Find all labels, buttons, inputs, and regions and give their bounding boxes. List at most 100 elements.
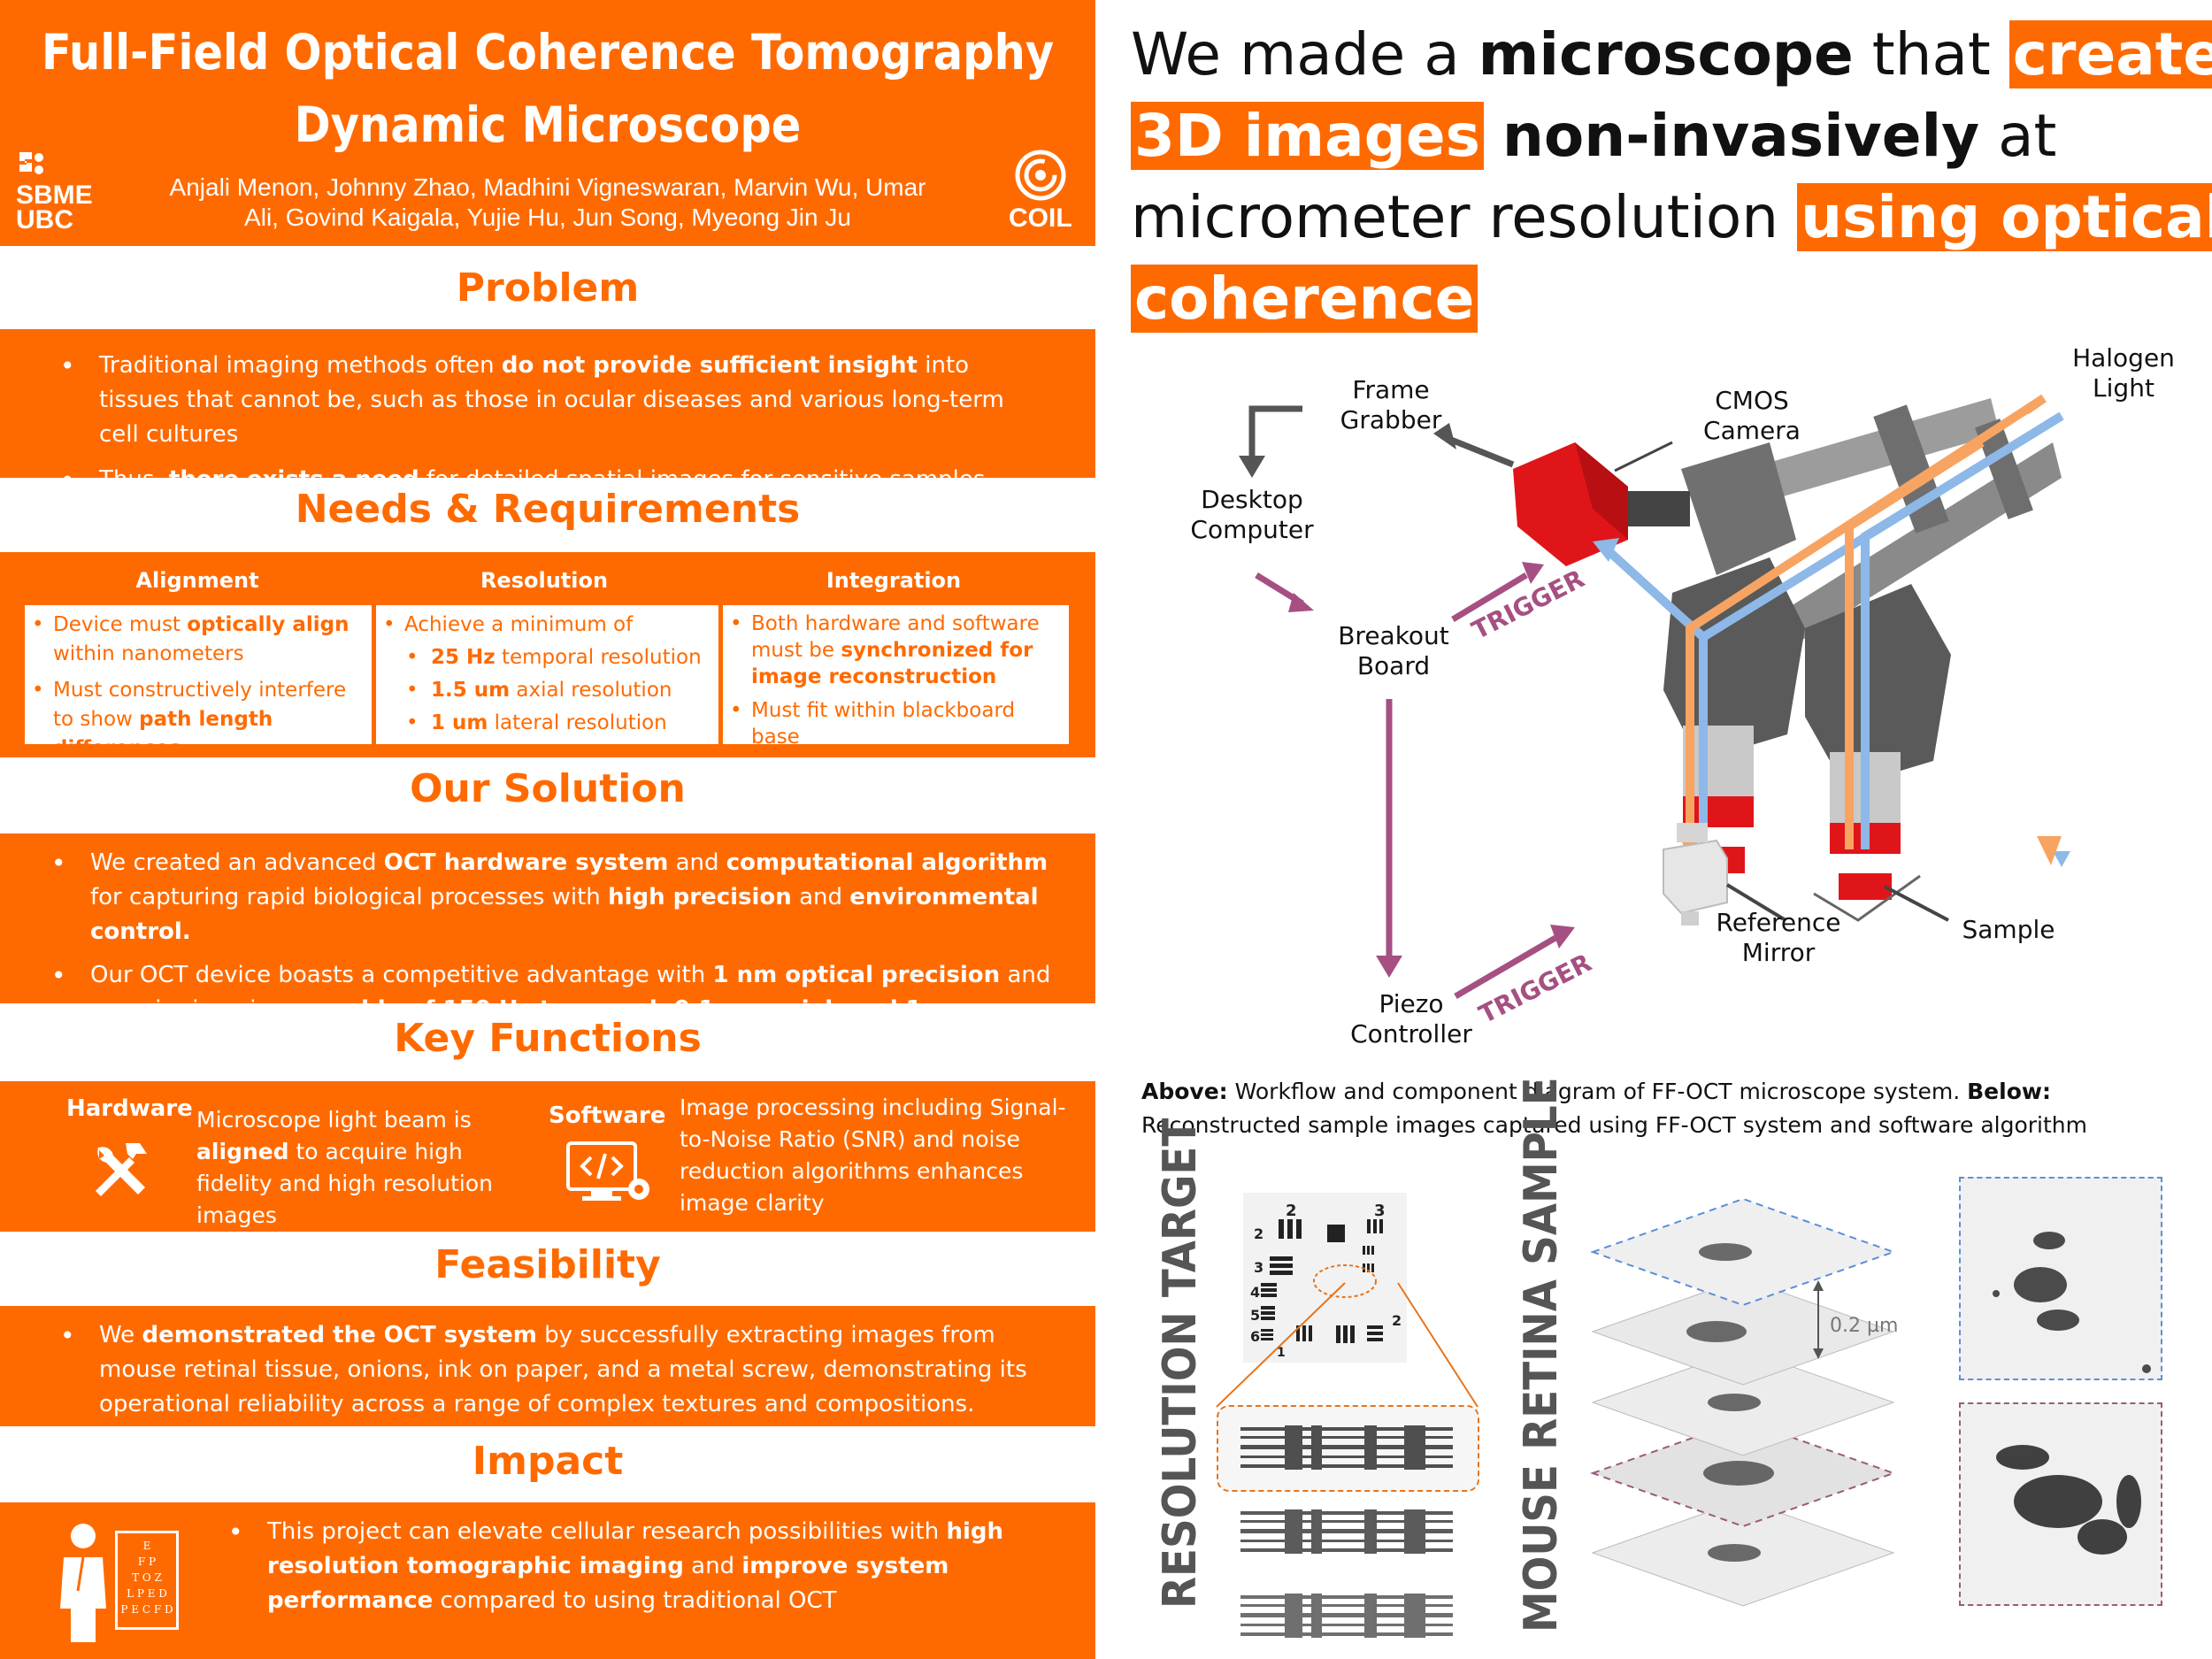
needs-heading: Needs & Requirements — [295, 487, 801, 532]
retina-texture-purple — [1996, 1445, 2141, 1555]
sample-arm — [1805, 584, 1951, 900]
eye-chart — [115, 1531, 179, 1630]
cmos-camera — [1513, 442, 1690, 566]
depth-label: 0.2 µm — [1830, 1315, 1898, 1337]
rt-label-2: 2 — [1254, 1225, 1263, 1242]
coil-spiral-icon — [1015, 150, 1066, 201]
retina-texture-blue — [1993, 1232, 2151, 1373]
camera-to-grabber-arrow — [1445, 434, 1515, 468]
sbme-logo-icon — [19, 152, 43, 174]
key-functions-band: Hardware Microscope light beam is aligne… — [0, 1081, 1095, 1232]
needs-col-resolution: Achieve a minimum of 25 Hz temporal reso… — [372, 605, 718, 744]
rt-label-5: 5 — [1250, 1307, 1260, 1324]
key-functions-heading: Key Functions — [394, 1016, 702, 1061]
retina-zoom-blue — [1959, 1177, 2162, 1380]
rt-label-0: 2 — [1286, 1202, 1297, 1220]
headline-line-2: 3D images non-invasively at — [1131, 101, 2056, 172]
resolution-zoom-bars-1 — [1240, 1425, 1453, 1470]
resolution-sub-1: 25 Hz temporal resolution — [381, 643, 713, 672]
rt-label-6: 6 — [1250, 1328, 1260, 1345]
ubc-logo-text: UBC — [16, 205, 73, 234]
feasibility-bullet-1: We demonstrated the OCT system by succes… — [53, 1318, 1060, 1422]
rt-label-3: 3 — [1254, 1259, 1263, 1276]
impact-bullet-1: This project can elevate cellular resear… — [221, 1515, 1044, 1618]
feasibility-heading: Feasibility — [434, 1242, 661, 1287]
impact-heading: Impact — [472, 1439, 624, 1484]
alignment-item-2: Must constructively interfere to show pa… — [30, 676, 366, 764]
poster-title-line1: Full-Field Optical Coherence Tomography — [41, 24, 1055, 81]
resolution-sub-2: 1.5 um axial resolution — [381, 676, 713, 705]
doctor-icon — [60, 1524, 106, 1642]
integration-item-1: Both hardware and software must be synch… — [728, 611, 1064, 690]
hardware-description: Microscope light beam is aligned to acqu… — [196, 1107, 493, 1228]
trigger-to-camera-arrow — [1451, 572, 1528, 622]
resolution-target-image: 2 3 2 3 4 5 6 1 2 — [1243, 1193, 1407, 1363]
breakout-board-label: Breakout Board — [1338, 621, 1449, 680]
headline-line-1: We made a microscope that creates — [1131, 19, 2212, 90]
resolution-zoom-bars-2 — [1240, 1509, 1453, 1554]
system-diagram: TRIGGER TRIGGER — [1239, 394, 2070, 1029]
figure-caption: Above: Workflow and component diagram of… — [1141, 1079, 2087, 1138]
rt-label-8: 2 — [1392, 1312, 1402, 1329]
rt-label-4: 4 — [1250, 1284, 1260, 1301]
hardware-tools-icon — [96, 1143, 147, 1196]
solution-heading: Our Solution — [410, 766, 686, 811]
retina-stack: 0.2 µm — [1589, 1197, 1898, 1607]
needs-table: Device must optically align within nanom… — [25, 605, 1069, 760]
frame-grabber-label: Frame Grabber — [1340, 375, 1442, 434]
authors-line2: Ali, Govind Kaigala, Yujie Hu, Jun Song,… — [244, 204, 851, 231]
left-column: Full-Field Optical Coherence Tomography … — [0, 0, 1095, 1659]
hardware-label: Hardware — [66, 1095, 193, 1122]
needs-col-alignment: Device must optically align within nanom… — [25, 605, 372, 760]
needs-col-integration: Both hardware and software must be synch… — [718, 605, 1069, 749]
resolution-item-1: Achieve a minimum of — [381, 611, 713, 640]
software-description: Image processing including Signal-to-Noi… — [680, 1094, 1066, 1216]
poster-title-line2: Dynamic Microscope — [294, 96, 802, 153]
alignment-item-1: Device must optically align within nanom… — [30, 611, 366, 669]
usaf-target-drawing: 2 3 2 3 4 5 6 1 2 — [1250, 1202, 1402, 1360]
software-code-icon — [566, 1141, 649, 1201]
problem-bullet-1: Traditional imaging methods often do not… — [53, 349, 1042, 452]
zoom-lines — [1216, 1282, 1479, 1408]
eye-chart-letters: E F P T O Z L P E D P E C F D — [120, 1540, 173, 1616]
problem-bullet-2: Thus, there exists a need for detailed s… — [53, 463, 1042, 532]
reference-mirror — [1663, 823, 1728, 926]
beamsplitter-housing — [1681, 442, 1796, 575]
impact-band: E F P T O Z L P E D P E C F D This proje… — [0, 1502, 1095, 1659]
resolution-zoom-bars-3 — [1240, 1594, 1453, 1638]
sbme-logo: SBME UBC — [16, 149, 104, 237]
needs-col-alignment-header: Alignment — [135, 568, 259, 593]
grabber-to-desktop-arrow — [1248, 405, 1302, 460]
rt-label-1: 3 — [1374, 1202, 1386, 1220]
authors-line1: Anjali Menon, Johnny Zhao, Madhini Vigne… — [169, 173, 926, 201]
piezo-controller-label: Piezo Controller — [1350, 989, 1472, 1048]
needs-col-resolution-header: Resolution — [480, 568, 609, 593]
rt-label-7: 1 — [1277, 1346, 1286, 1360]
headline-line-3: micrometer resolution using optical — [1131, 182, 2212, 253]
feasibility-band: We demonstrated the OCT system by succes… — [0, 1306, 1095, 1426]
sbme-logo-text: SBME — [16, 180, 93, 210]
resolution-sub-3: 1 um lateral resolution — [381, 709, 713, 738]
coil-logo: COIL — [1000, 149, 1088, 237]
headline-line-4: coherence — [1131, 264, 1479, 334]
needs-col-integration-header: Integration — [826, 568, 962, 593]
resolution-target-label: RESOLUTION TARGET — [1154, 1118, 1207, 1609]
desktop-computer-label: Desktop Computer — [1190, 485, 1314, 544]
solution-bullet-1: We created an advanced OCT hardware syst… — [44, 846, 1051, 949]
trigger-label-2: TRIGGER — [1474, 948, 1596, 1029]
solution-bullet-2: Our OCT device boasts a competitive adva… — [44, 958, 1051, 1062]
problem-band: Traditional imaging methods often do not… — [0, 329, 1095, 527]
integration-item-2: Must fit within blackboard base — [728, 697, 1064, 750]
trigger-to-mirror-arrow — [1454, 934, 1557, 1000]
sample-plane — [1813, 874, 1921, 922]
software-label: Software — [549, 1102, 666, 1129]
coil-logo-text: COIL — [1009, 204, 1072, 233]
reference-mirror-label: Reference Mirror — [1716, 908, 1841, 967]
problem-heading: Problem — [456, 265, 640, 311]
mouse-retina-label: MOUSE RETINA SAMPLE — [1515, 1077, 1568, 1632]
sample-label: Sample — [1962, 915, 2055, 944]
halogen-light-label: Halogen Light — [2072, 343, 2175, 403]
retina-zoom-purple — [1959, 1402, 2162, 1606]
solution-band: We created an advanced OCT hardware syst… — [0, 833, 1095, 1057]
header-band: Full-Field Optical Coherence Tomography … — [0, 0, 1095, 246]
